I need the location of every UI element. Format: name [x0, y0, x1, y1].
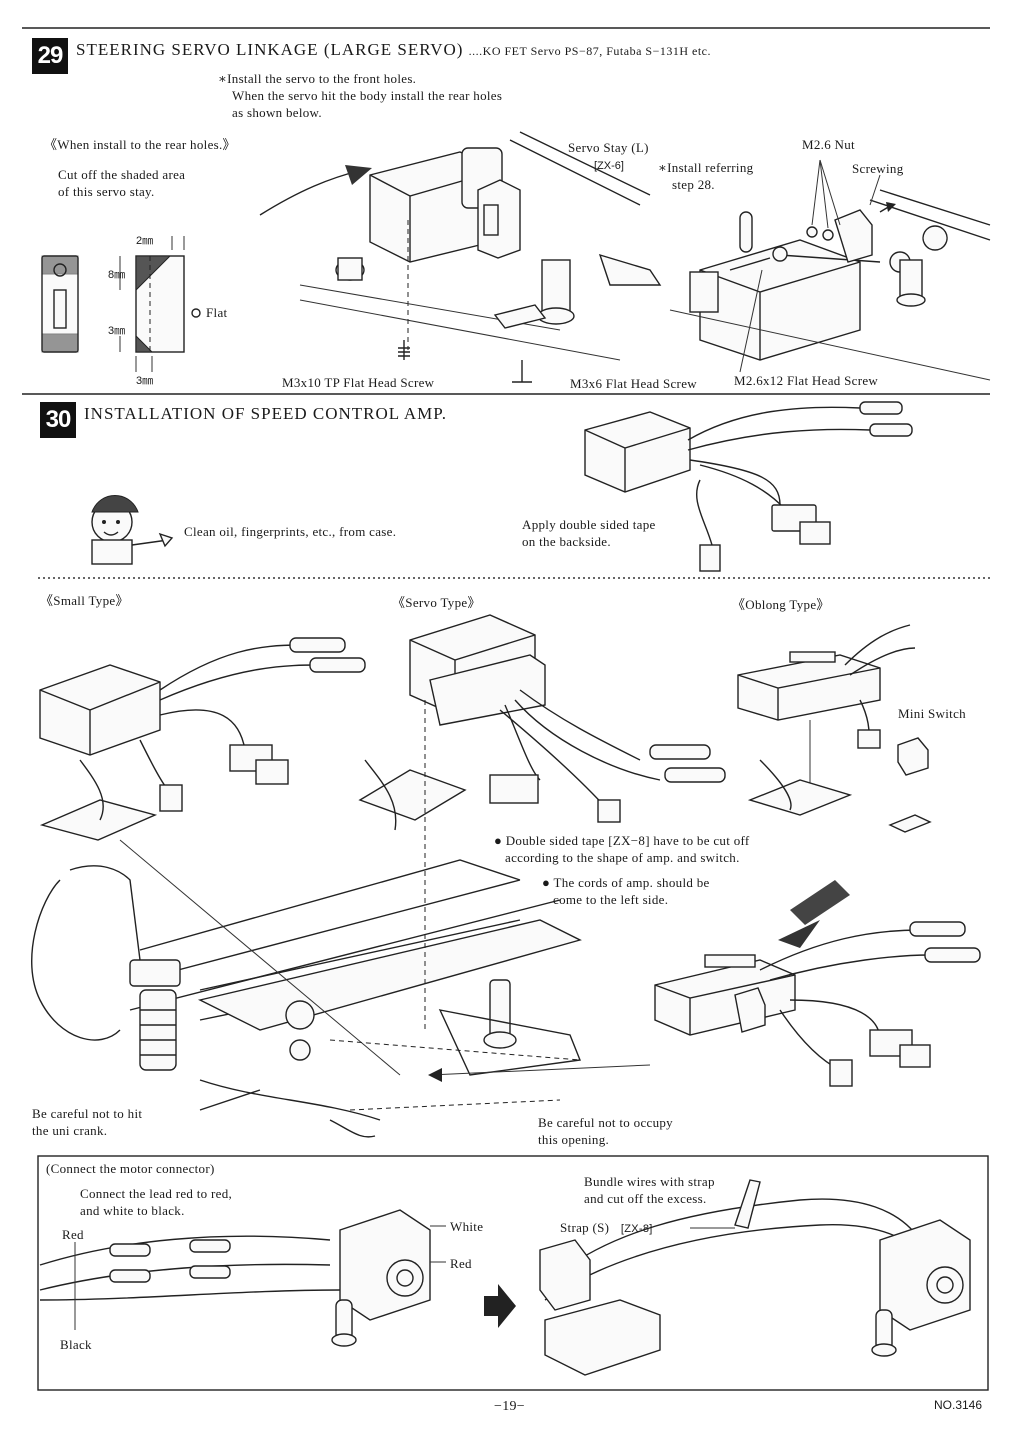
apply-tape-note: Apply double sided tape on the backside.: [522, 516, 656, 550]
tape-note-text: Double sided tape [ZX−8] have to be cut …: [505, 833, 750, 848]
cords-note-text: The cords of amp. should be: [553, 875, 710, 890]
rear-holes-label: 《When install to the rear holes.》: [44, 137, 236, 152]
mini-switch-label: Mini Switch: [898, 706, 966, 721]
opening-line: Be careful not to occupy: [538, 1115, 673, 1130]
bundle-line: and cut off the excess.: [584, 1191, 707, 1206]
linkage-illustration: [669, 159, 991, 381]
step-29-title-main: STEERING SERVO LINKAGE (LARGE SERVO): [76, 40, 464, 59]
black-left-label: Black: [60, 1337, 92, 1352]
screw-m3x10-label: M3x10 TP Flat Head Screw: [282, 375, 435, 390]
dim-8mm: 8㎜: [108, 269, 126, 281]
dim-3mm-bottom: 3㎜: [136, 375, 154, 387]
tape-line: Apply double sided tape: [522, 517, 656, 532]
lead-note: Connect the lead red to red, and white t…: [80, 1185, 232, 1219]
screw-m26x12-label: M2.6x12 Flat Head Screw: [734, 373, 879, 388]
servo-stay-label: Servo Stay (L): [568, 140, 649, 155]
crank-line: Be careful not to hit: [32, 1106, 143, 1121]
strap-code: [ZX-8]: [620, 1223, 653, 1235]
screwing-label: Screwing: [852, 161, 904, 176]
servo-type-label: 《Servo Type》: [392, 595, 481, 610]
flat-label: Flat: [206, 305, 228, 320]
small-type-amp: [39, 637, 366, 841]
note-line: ∗Install the servo to the front holes.: [218, 71, 417, 86]
oblong-type-amp: [737, 624, 932, 833]
note-line: When the servo hit the body install the …: [232, 88, 503, 103]
lead-line: and white to black.: [80, 1203, 185, 1218]
oblong-amp-mounted: [654, 880, 981, 1087]
step-30-number: 30: [40, 402, 76, 438]
doc-number: NO.3146: [934, 1398, 983, 1412]
step-29-title: STEERING SERVO LINKAGE (LARGE SERVO) ...…: [76, 40, 711, 60]
dim-2mm: 2㎜: [136, 235, 154, 247]
cut-off-note: Cut off the shaded area of this servo st…: [58, 166, 185, 200]
cut-line: of this servo stay.: [58, 184, 155, 199]
step-30-title: INSTALLATION OF SPEED CONTROL AMP.: [84, 404, 448, 423]
install-referring: ∗Install referring step 28.: [658, 159, 753, 193]
cords-note-line: ● The cords of amp. should be: [542, 875, 710, 890]
note-line: as shown below.: [232, 105, 322, 120]
cords-note-line: come to the left side.: [553, 892, 669, 907]
strap-label: Strap (S) [ZX-8]: [560, 1219, 653, 1238]
ref-line: step 28.: [672, 177, 715, 192]
servo-stay-code: [ZX-6]: [594, 160, 624, 172]
motor-box-frame: [37, 1155, 989, 1391]
motor-connect-left: [39, 1209, 446, 1347]
tape-note-line: ● Double sided tape [ZX−8] have to be cu…: [494, 833, 750, 848]
dim-3mm-side: 3㎜: [108, 325, 126, 337]
nut-label: M2.6 Nut: [802, 137, 855, 152]
step-29-number: 29: [32, 38, 68, 74]
strap-name: Strap (S): [560, 1220, 610, 1235]
motor-box-title: (Connect the motor connector): [46, 1161, 215, 1176]
double-tape-note: ● Double sided tape [ZX−8] have to be cu…: [494, 832, 750, 866]
lead-line: Connect the lead red to red,: [80, 1186, 233, 1201]
white-label: White: [450, 1219, 484, 1234]
careful-crank-note: Be careful not to hit the uni crank.: [32, 1105, 142, 1139]
motor-connect-right: [539, 1179, 971, 1376]
red-right-label: Red: [450, 1256, 472, 1271]
arrow-next: [484, 1284, 516, 1328]
screw-m3x6-label: M3x6 Flat Head Screw: [570, 376, 697, 391]
careful-opening-note: Be careful not to occupy this opening.: [538, 1114, 673, 1148]
clean-note: Clean oil, fingerprints, etc., from case…: [184, 524, 397, 539]
chassis-install-illustration: [31, 700, 651, 1138]
page-number: −19−: [494, 1399, 525, 1414]
small-type-label: 《Small Type》: [40, 593, 129, 608]
ref-line: ∗Install referring: [658, 160, 754, 175]
cut-line: Cut off the shaded area: [58, 167, 186, 182]
cords-note: ● The cords of amp. should be come to th…: [542, 874, 710, 908]
tape-note-line: according to the shape of amp. and switc…: [505, 850, 740, 865]
amp-top-illustration: [584, 401, 913, 572]
oblong-type-label: 《Oblong Type》: [732, 597, 830, 612]
bundle-note: Bundle wires with strap and cut off the …: [584, 1173, 715, 1207]
step-29-title-suffix: ....KO FET Servo PS−87, Futaba S−131H et…: [468, 44, 711, 58]
tape-line: on the backside.: [522, 534, 611, 549]
servo-type-amp: [358, 614, 726, 831]
mascot-illustration: [91, 495, 174, 565]
servo-stay-cut-diagram: [41, 236, 201, 372]
crank-line: the uni crank.: [32, 1123, 108, 1138]
opening-line: this opening.: [538, 1132, 610, 1147]
bundle-line: Bundle wires with strap: [584, 1174, 715, 1189]
servo-mount-illustration: [259, 131, 662, 383]
step-29-note: ∗Install the servo to the front holes. W…: [218, 70, 502, 121]
red-left-label: Red: [62, 1227, 84, 1242]
